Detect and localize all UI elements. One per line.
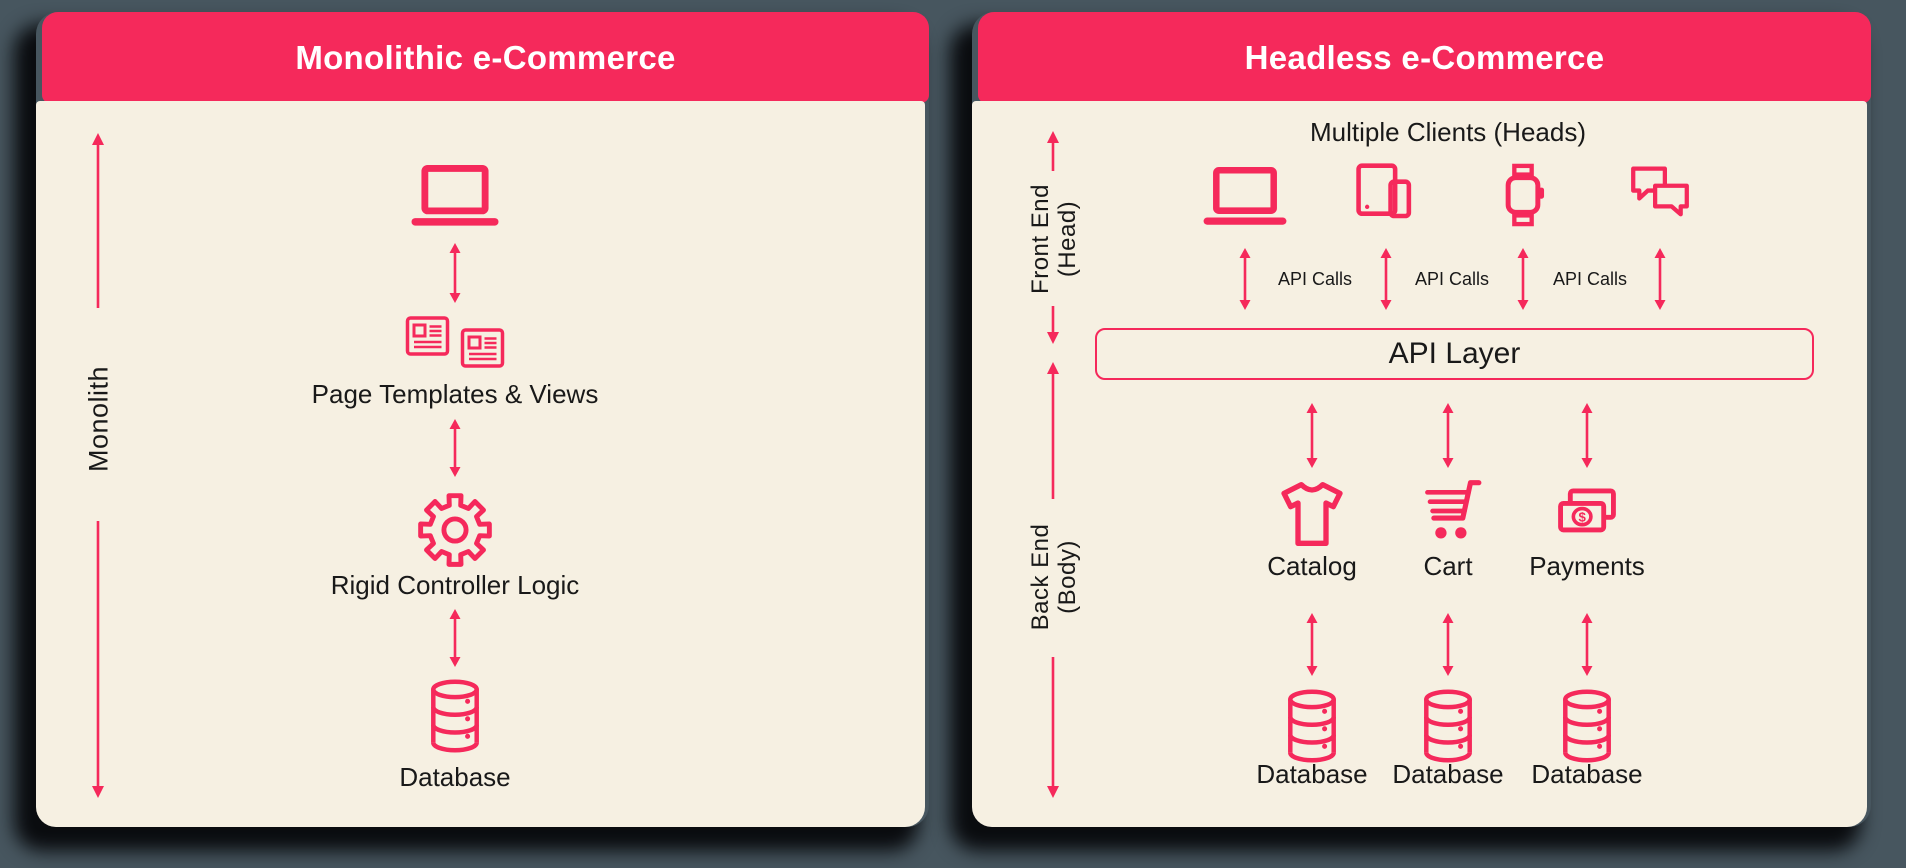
database-label: Database	[399, 762, 511, 792]
double-arrow-icon	[1239, 248, 1251, 310]
headless-header: Headless e-Commerce	[978, 12, 1871, 103]
api-calls-label: API Calls	[1277, 269, 1353, 289]
double-arrow-icon	[1442, 613, 1454, 676]
database-icon	[1563, 689, 1611, 763]
gear-icon	[418, 493, 492, 567]
double-arrow-icon	[1581, 613, 1593, 676]
monolithic-header: Monolithic e-Commerce	[42, 12, 929, 103]
panel-title: Headless e-Commerce	[1244, 38, 1605, 76]
database-label: Database	[1531, 759, 1643, 789]
api-layer-label: API Layer	[1388, 337, 1521, 370]
api-layer-box: API Layer	[1095, 328, 1814, 380]
controller-label: Rigid Controller Logic	[330, 570, 580, 600]
page-template-icon	[405, 316, 450, 356]
svg-text:$: $	[1578, 509, 1586, 524]
up-arrow-icon	[1047, 131, 1059, 171]
down-arrow-icon	[1047, 306, 1059, 344]
monolithic-panel: Monolithic e-Commerce Monolith	[36, 12, 929, 827]
double-arrow-icon	[449, 609, 461, 667]
api-calls-label: API Calls	[1414, 269, 1490, 289]
down-arrow-icon	[1047, 657, 1059, 798]
double-arrow-icon	[1581, 403, 1593, 468]
monolithic-body: Monolith	[36, 101, 925, 827]
double-arrow-icon	[1306, 403, 1318, 468]
double-arrow-icon	[1306, 613, 1318, 676]
shopping-cart-icon	[1425, 480, 1482, 539]
front-end-rail-label: Front End (Head)	[1027, 184, 1081, 294]
clients-heading: Multiple Clients (Heads)	[1310, 117, 1586, 147]
database-icon	[1288, 689, 1336, 763]
up-arrow-icon	[92, 133, 104, 308]
page-templates-icons	[405, 316, 506, 368]
double-arrow-icon	[449, 243, 461, 303]
tshirt-icon	[1281, 482, 1343, 546]
database-label: Database	[1392, 759, 1504, 789]
service-label: Catalog	[1267, 551, 1357, 581]
double-arrow-icon	[1442, 403, 1454, 468]
double-arrow-icon	[1380, 248, 1392, 310]
api-calls-label: API Calls	[1552, 269, 1628, 289]
headless-panel: Headless e-Commerce Front End (Head) Bac…	[972, 12, 1871, 827]
tablet-phone-icon	[1356, 163, 1412, 219]
laptop-icon	[1203, 167, 1287, 225]
up-arrow-icon	[1047, 362, 1059, 499]
panel-title: Monolithic e-Commerce	[295, 38, 676, 76]
laptop-icon	[411, 165, 499, 226]
double-arrow-icon	[1517, 248, 1529, 310]
double-arrow-icon	[1654, 248, 1666, 310]
database-label: Database	[1256, 759, 1368, 789]
smartwatch-icon	[1505, 163, 1545, 227]
double-arrow-icon	[449, 419, 461, 477]
back-end-rail-label: Back End (Body)	[1027, 523, 1081, 631]
headless-body: Front End (Head) Back End (Body) Multipl…	[972, 101, 1867, 827]
database-icon	[431, 679, 479, 753]
database-icon	[1424, 689, 1472, 763]
page-template-icon	[460, 328, 505, 368]
payments-icon: $	[1558, 488, 1616, 533]
service-label: Payments	[1529, 551, 1645, 581]
chat-bubbles-icon	[1631, 166, 1689, 217]
down-arrow-icon	[92, 521, 104, 798]
templates-label: Page Templates & Views	[311, 379, 599, 409]
monolith-rail-label: Monolith	[83, 365, 114, 473]
service-label: Cart	[1423, 551, 1473, 581]
